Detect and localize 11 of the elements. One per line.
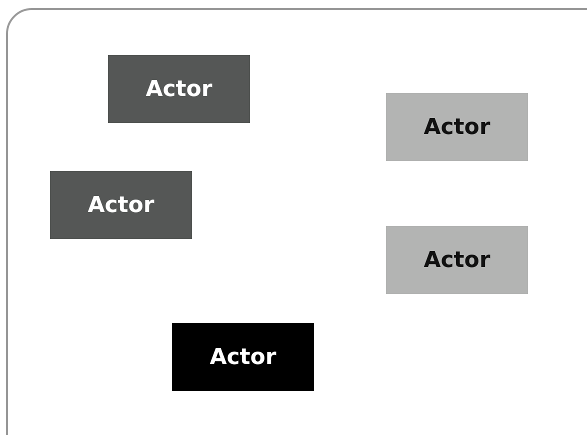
actor-box xyxy=(108,55,250,123)
actor-box xyxy=(386,93,528,161)
actor-box xyxy=(386,226,528,294)
actor-label: Actor xyxy=(424,248,490,272)
frame-background xyxy=(6,8,587,435)
actor-label: Actor xyxy=(88,192,154,218)
actor-label: Actor xyxy=(146,76,212,102)
actor-box xyxy=(172,323,314,391)
actor-label: Actor xyxy=(210,344,276,370)
actor-label: Actor xyxy=(424,114,490,140)
actor-box xyxy=(50,171,192,239)
